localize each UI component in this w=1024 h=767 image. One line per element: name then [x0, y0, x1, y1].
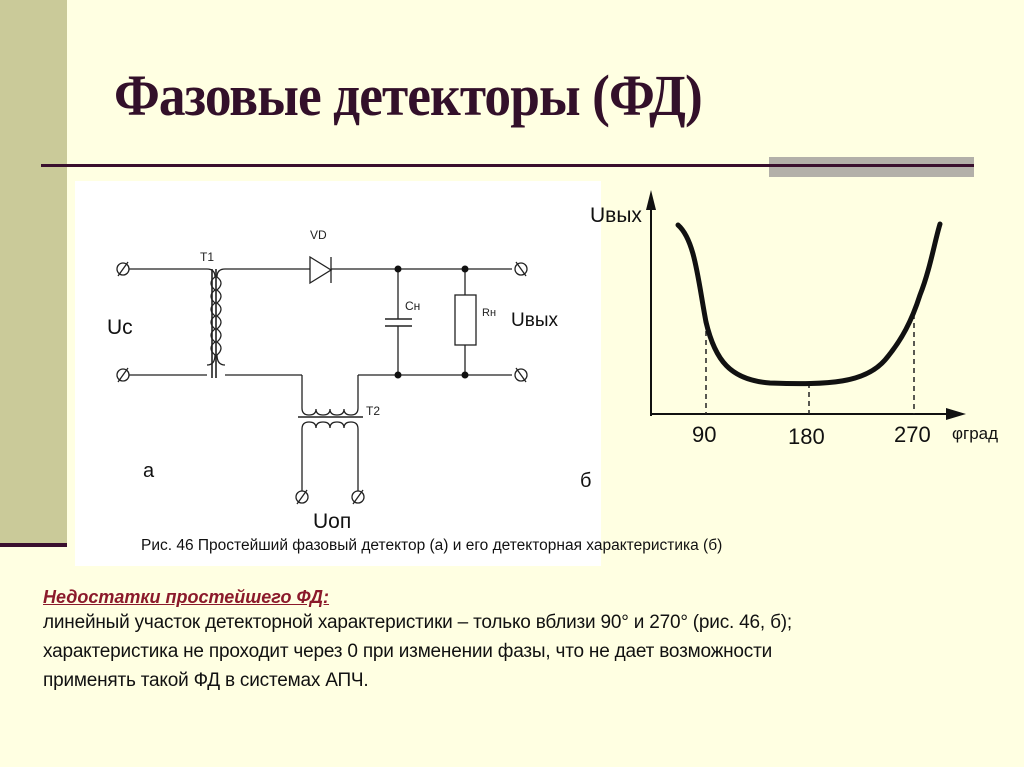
slide-title: Фазовые детекторы (ФД)	[114, 63, 703, 128]
input-terminal-top-icon	[116, 261, 130, 277]
sidebar-strip	[0, 0, 67, 545]
output-terminal-top-icon	[514, 261, 528, 277]
transformer-t1-secondary-icon	[215, 268, 226, 366]
label-t2: T2	[366, 404, 380, 418]
title-divider	[41, 164, 974, 167]
label-vd: VD	[310, 228, 327, 242]
transformer-t2-secondary-icon	[301, 421, 359, 430]
x-tick-90: 90	[692, 422, 716, 447]
label-uop: Uоп	[313, 510, 351, 531]
panel-label-a: а	[143, 460, 155, 482]
label-t1: T1	[200, 250, 214, 264]
x-axis-arrow-icon	[946, 408, 966, 420]
y-axis-label: Uвых	[590, 204, 642, 227]
junction-dots	[394, 265, 469, 379]
transformer-t1-primary-icon	[206, 268, 217, 366]
diode-vd-icon	[309, 255, 333, 285]
resistor-rn-icon	[454, 294, 477, 346]
circuit-diagram: T1 VD Сн Rн Uвых Uc T2 Uоп а б	[107, 228, 591, 531]
x-axis-label: φград	[952, 424, 998, 443]
drawbacks-line-1: линейный участок детекторной характерист…	[43, 612, 792, 633]
x-tick-270: 270	[894, 422, 931, 447]
panel-label-b: б	[580, 470, 591, 492]
label-cn: Сн	[405, 299, 420, 313]
figure-caption: Рис. 46 Простейший фазовый детектор (а) …	[141, 537, 723, 554]
reference-terminal-left-icon	[295, 489, 309, 505]
transformer-t2-primary-icon	[301, 407, 359, 416]
title-accent-bar	[769, 157, 974, 177]
output-terminal-bottom-icon	[514, 367, 528, 383]
x-tick-180: 180	[788, 424, 825, 449]
detector-characteristic-chart: Uвых 90 180 270 φград	[590, 190, 998, 449]
drawbacks-line-2: характеристика не проходит через 0 при и…	[43, 641, 772, 662]
y-axis-arrow-icon	[646, 190, 656, 210]
drawbacks-line-3: применять такой ФД в системах АПЧ.	[43, 670, 369, 691]
characteristic-curve	[675, 221, 943, 387]
label-rn: Rн	[482, 307, 496, 319]
label-uc: Uc	[107, 316, 133, 339]
reference-terminal-right-icon	[351, 489, 365, 505]
drawbacks-heading: Недостатки простейшего ФД:	[43, 587, 330, 607]
sidebar-underline	[0, 543, 67, 547]
label-uvyx: Uвых	[511, 310, 558, 331]
input-terminal-bottom-icon	[116, 367, 130, 383]
figure-background	[75, 181, 601, 566]
